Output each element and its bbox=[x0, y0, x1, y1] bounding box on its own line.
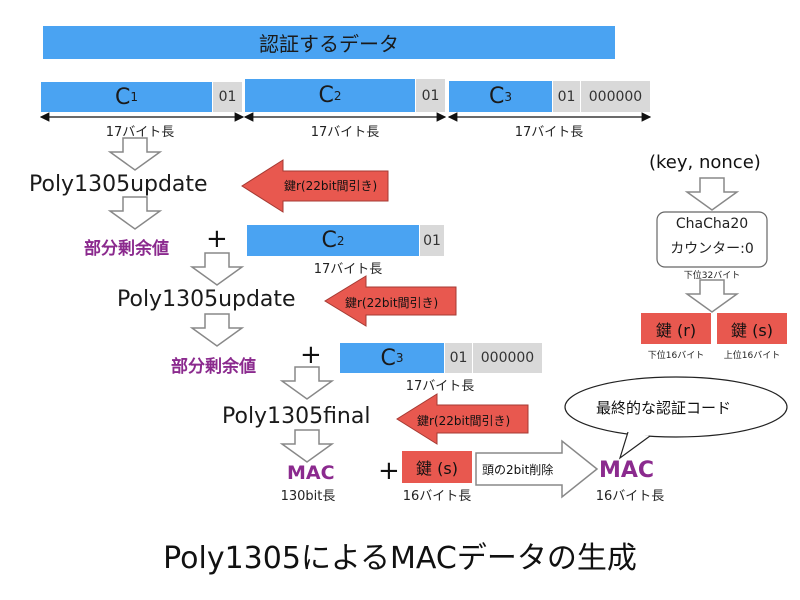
key-r-label-1: 鍵r(22bit間引き) bbox=[284, 179, 378, 193]
final-mac-label: MAC bbox=[599, 458, 655, 483]
third-block-length: 17バイト長 bbox=[405, 379, 475, 394]
block-c1-label: C bbox=[114, 84, 131, 110]
step-update-2: Poly1305update bbox=[117, 287, 296, 312]
keygen-key-s-note: 上位16バイト bbox=[723, 351, 781, 361]
block-c3-label: C bbox=[488, 84, 505, 109]
key-r-label-2: 鍵r(22bit間引き) bbox=[345, 296, 439, 310]
block-c3-pad2-label: 000000 bbox=[588, 88, 643, 105]
key-r-label-3: 鍵r(22bit間引き) bbox=[417, 414, 511, 428]
keygen-key-r-note: 下位16バイト bbox=[647, 351, 705, 361]
down-arrow-4 bbox=[189, 313, 245, 347]
plus-sign-3: + bbox=[378, 456, 400, 486]
second-block-pad: 01 bbox=[420, 225, 444, 256]
plus-sign-1: + bbox=[206, 224, 228, 254]
key-r-arrow-2 bbox=[324, 275, 457, 327]
mac-key-s-label: 鍵 (s) bbox=[416, 459, 458, 478]
chacha-line2: カウンター:0 bbox=[670, 241, 754, 257]
mac-label: MAC bbox=[287, 462, 335, 484]
block-c1-pad: 01 bbox=[213, 82, 242, 112]
keygen-key-r: 鍵 (r) bbox=[641, 313, 711, 344]
third-block-pad: 01 bbox=[445, 343, 472, 373]
block-c2-sub: 2 bbox=[333, 88, 342, 103]
second-block-sub: 2 bbox=[336, 233, 345, 248]
block-c3-length: 17バイト長 bbox=[514, 125, 584, 140]
third-block-pad-label: 01 bbox=[449, 350, 468, 366]
mac-key-s-length: 16バイト長 bbox=[402, 489, 472, 504]
block-c3-pad: 01 bbox=[553, 81, 580, 112]
block-c3-pad-label: 01 bbox=[557, 88, 576, 105]
partial-remainder-1: 部分剰余値 bbox=[84, 239, 169, 259]
third-block-pad2: 000000 bbox=[473, 343, 542, 373]
third-block-pad2-label: 000000 bbox=[480, 350, 535, 366]
page-title: Poly1305によるMACデータの生成 bbox=[163, 541, 637, 576]
chacha-box bbox=[656, 211, 768, 268]
keygen-key-s-label: 鍵 (s) bbox=[731, 320, 773, 340]
truncate-label: 頭の2bit削除 bbox=[482, 463, 554, 477]
chacha-line1: ChaCha20 bbox=[675, 216, 749, 232]
block-c1-length: 17バイト長 bbox=[105, 125, 175, 140]
down-arrow-key bbox=[684, 177, 740, 211]
down-arrow-6 bbox=[279, 429, 335, 463]
header-bar: 認証するデータ bbox=[43, 26, 615, 59]
block-c2-pad-label: 01 bbox=[421, 87, 440, 104]
block-c1-pad-label: 01 bbox=[218, 89, 237, 105]
third-block-sub: 3 bbox=[395, 351, 404, 365]
keygen-key-s: 鍵 (s) bbox=[717, 313, 787, 344]
key-r-arrow-3 bbox=[396, 393, 529, 445]
down-arrow-1 bbox=[107, 137, 163, 171]
bubble-text: 最終的な認証コード bbox=[596, 399, 732, 417]
final-mac-length: 16バイト長 bbox=[595, 489, 665, 504]
step-update-1: Poly1305update bbox=[29, 172, 208, 197]
keygen-key-r-label: 鍵 (r) bbox=[655, 320, 697, 340]
down-arrow-3 bbox=[189, 252, 245, 286]
second-block-label: C bbox=[321, 228, 337, 253]
keygen-output-note: 下位32バイト bbox=[683, 271, 741, 281]
block-c2-length: 17バイト長 bbox=[310, 125, 380, 140]
header-label: 認証するデータ bbox=[259, 32, 399, 56]
plus-sign-2: + bbox=[300, 340, 322, 370]
down-arrow-5 bbox=[279, 366, 335, 400]
block-c2-label: C bbox=[318, 83, 334, 108]
key-r-arrow-1 bbox=[241, 159, 389, 213]
mac-key-s: 鍵 (s) bbox=[402, 451, 472, 483]
second-block-length: 17バイト長 bbox=[313, 262, 383, 277]
partial-remainder-2: 部分剰余値 bbox=[171, 357, 256, 377]
speech-bubble bbox=[564, 376, 788, 460]
down-arrow-2 bbox=[107, 196, 163, 230]
block-c3-pad2: 000000 bbox=[581, 81, 650, 112]
block-c1-sub: 1 bbox=[130, 90, 138, 104]
block-c2-pad: 01 bbox=[416, 79, 445, 112]
truncate-arrow bbox=[475, 439, 599, 499]
step-final: Poly1305final bbox=[222, 404, 371, 429]
third-block-label: C bbox=[380, 345, 396, 371]
second-block-pad-label: 01 bbox=[423, 232, 441, 249]
block-c3-sub: 3 bbox=[504, 89, 512, 104]
keygen-input: (key, nonce) bbox=[649, 152, 761, 173]
mac-length: 130bit長 bbox=[280, 489, 336, 504]
down-arrow-key2 bbox=[684, 279, 740, 313]
